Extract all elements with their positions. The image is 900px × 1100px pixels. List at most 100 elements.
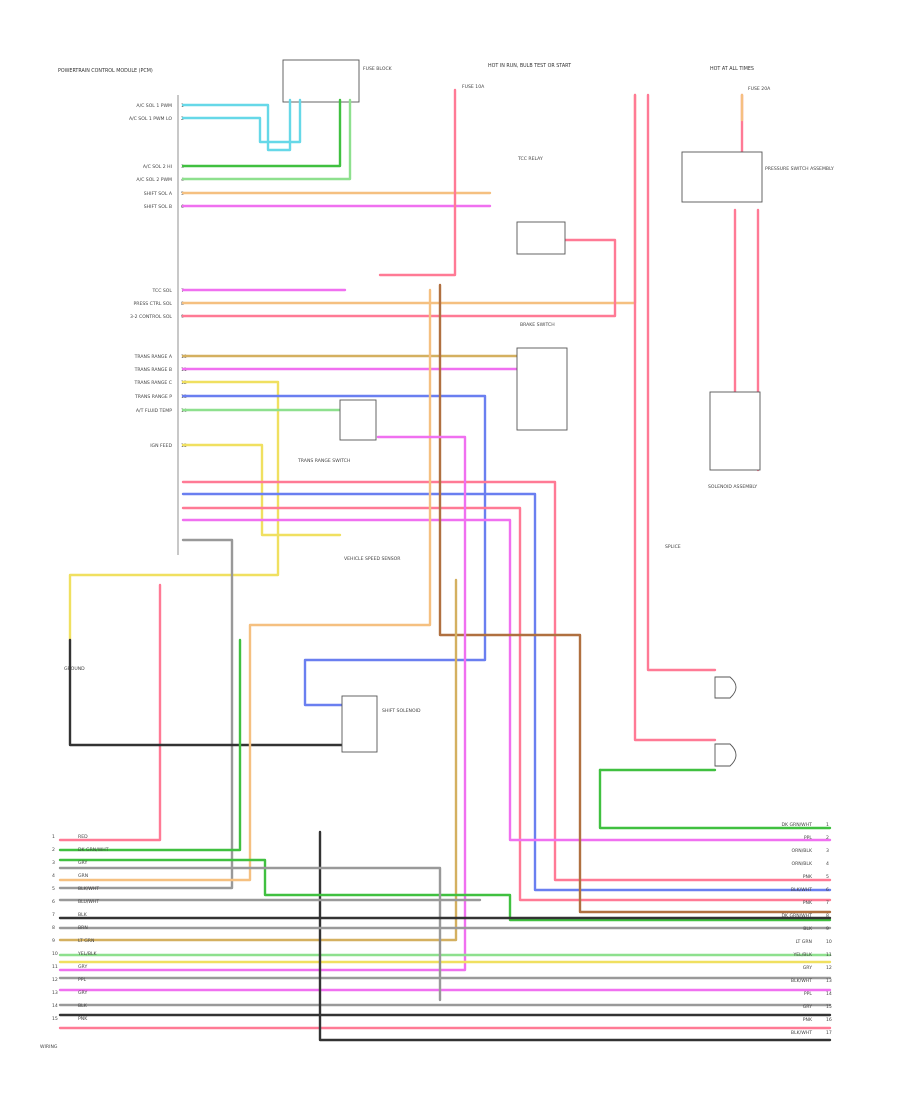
pcm-pin-label: TRANS RANGE B (134, 367, 172, 373)
speed-sensor-label: VEHICLE SPEED SENSOR (344, 556, 401, 562)
bus-right-number: 8 (826, 913, 829, 919)
wire-lt_green (181, 98, 352, 181)
bus-right-label: YEL/BLK (792, 952, 813, 958)
wire-black (68, 638, 347, 747)
pcm-pin-label: SHIFT SOL B (144, 204, 172, 210)
bus-right-number: 11 (826, 952, 832, 958)
solenoid-assy-box (709, 391, 761, 471)
bus-right-number: 17 (826, 1030, 832, 1036)
bus-left-label: BLK/WHT (78, 886, 99, 892)
bus-left-number: 13 (52, 990, 58, 996)
wire-lt_blue (181, 98, 292, 152)
fuse-a-label: FUSE 10A (462, 84, 485, 90)
wire-red (633, 93, 717, 742)
pcm-title: POWERTRAIN CONTROL MODULE (PCM) (58, 68, 153, 74)
bus-left-label: LT GRN (78, 938, 94, 944)
connector-lower (714, 743, 737, 767)
wire-gray (58, 538, 234, 890)
pcm-pin-label: IGN FEED (150, 443, 172, 449)
bus-left-label: PPL (78, 977, 87, 983)
bus-left-label: PNK (78, 1016, 88, 1022)
wire-brown (438, 283, 832, 914)
bus-left-number: 14 (52, 1003, 58, 1009)
pcm-pin-label: TCC SOL (151, 288, 172, 294)
pcm-pin-label: A/C SOL 1 PWM LO (129, 116, 172, 122)
splice-label: SPLICE (665, 544, 681, 550)
wire-black (318, 830, 832, 1042)
bus-right-number: 6 (826, 887, 829, 893)
wire-red (181, 506, 832, 902)
wire-orange (181, 93, 637, 305)
wire-harness (58, 88, 832, 1042)
hot-in-run-label: HOT IN RUN, BULB TEST OR START (488, 63, 571, 69)
wire-tan (58, 578, 458, 942)
tcc-relay-box (516, 221, 566, 255)
wire-pink (58, 435, 467, 972)
wire-lt_blue (181, 98, 302, 144)
range-switch-box (339, 399, 377, 441)
bus-right-label: GRY (803, 965, 812, 971)
pcm-pin-label: TRANS RANGE A (134, 354, 173, 360)
bus-right-number: 13 (826, 978, 832, 984)
bus-right-number: 5 (826, 874, 829, 880)
wire-orange (58, 288, 432, 882)
bus-left-number: 6 (52, 899, 55, 905)
pressure-switch-box (681, 151, 763, 203)
fuse-b-label: FUSE 20A (748, 86, 771, 92)
bus-left-number: 12 (52, 977, 58, 983)
bus-right-label: PNK (803, 874, 813, 880)
fuse-block-box (282, 59, 360, 103)
bus-left-label: GRY (78, 964, 87, 970)
bus-right-number: 1 (826, 822, 829, 828)
bus-right-label: ORN/BLK (791, 861, 813, 867)
bus-right-number: 12 (826, 965, 832, 971)
bus-right-number: 2 (826, 835, 829, 841)
bus-right-label: BLK/WHT (791, 887, 812, 893)
bus-right-label: PPL (804, 991, 813, 997)
pcm-pin-label: A/C SOL 1 PWM (136, 103, 172, 109)
pcm-pin-label: TRANS RANGE P (134, 394, 172, 400)
bus-left-number: 1 (52, 834, 55, 840)
pcm-pin-label: TRANS RANGE C (134, 380, 172, 386)
bus-left-number: 4 (52, 873, 55, 879)
ground-label: GROUND (64, 666, 85, 672)
wire-red (181, 238, 617, 318)
brake-switch-label: BRAKE SWITCH (520, 322, 555, 328)
bus-left-number: 3 (52, 860, 55, 866)
bus-right-label: BLK/WHT (791, 1030, 812, 1036)
bus-left-number: 10 (52, 951, 58, 957)
tcc-relay-label: TCC RELAY (517, 156, 543, 162)
wire-red (58, 583, 162, 842)
bus-left-label: BLU/WHT (78, 899, 99, 905)
bus-right-label: PNK (803, 1017, 813, 1023)
bus-left-label: GRN (78, 873, 88, 879)
bus-right-label: DK GRN/WHT (781, 822, 812, 828)
bus-right-label: LT GRN (796, 939, 812, 945)
bus-right-number: 7 (826, 900, 829, 906)
pressure-switch-label: PRESSURE SWITCH ASSEMBLY (765, 166, 834, 172)
bus-right-number: 14 (826, 991, 832, 997)
bus-right-number: 4 (826, 861, 829, 867)
pcm-pin-label: A/C SOL 2 HI (143, 164, 172, 170)
fuse-block-label: FUSE BLOCK (363, 66, 393, 72)
bus-left-label: RED (78, 834, 88, 840)
wire-dk_blue (181, 394, 487, 707)
wire-dk_green (58, 638, 242, 852)
pcm-pin-label: A/C SOL 2 PWM (136, 177, 172, 183)
bus-left-label: GRY (78, 990, 87, 996)
wire-dk_green (598, 768, 832, 830)
bus-right-label: BLK/WHT (791, 978, 812, 984)
bus-right-label: ORN/BLK (791, 848, 813, 854)
bus-left-label: BLK (78, 1003, 88, 1009)
bus-left-number: 5 (52, 886, 55, 892)
bus-left-number: 2 (52, 847, 55, 853)
wire-dk_green (181, 98, 342, 168)
connector-upper (714, 676, 737, 699)
bus-right-number: 16 (826, 1017, 832, 1023)
pcm-pin-label: SHIFT SOL A (144, 191, 173, 197)
bus-left-number: 7 (52, 912, 55, 918)
bus-left-number: 9 (52, 938, 55, 944)
bus-left-number: 8 (52, 925, 55, 931)
